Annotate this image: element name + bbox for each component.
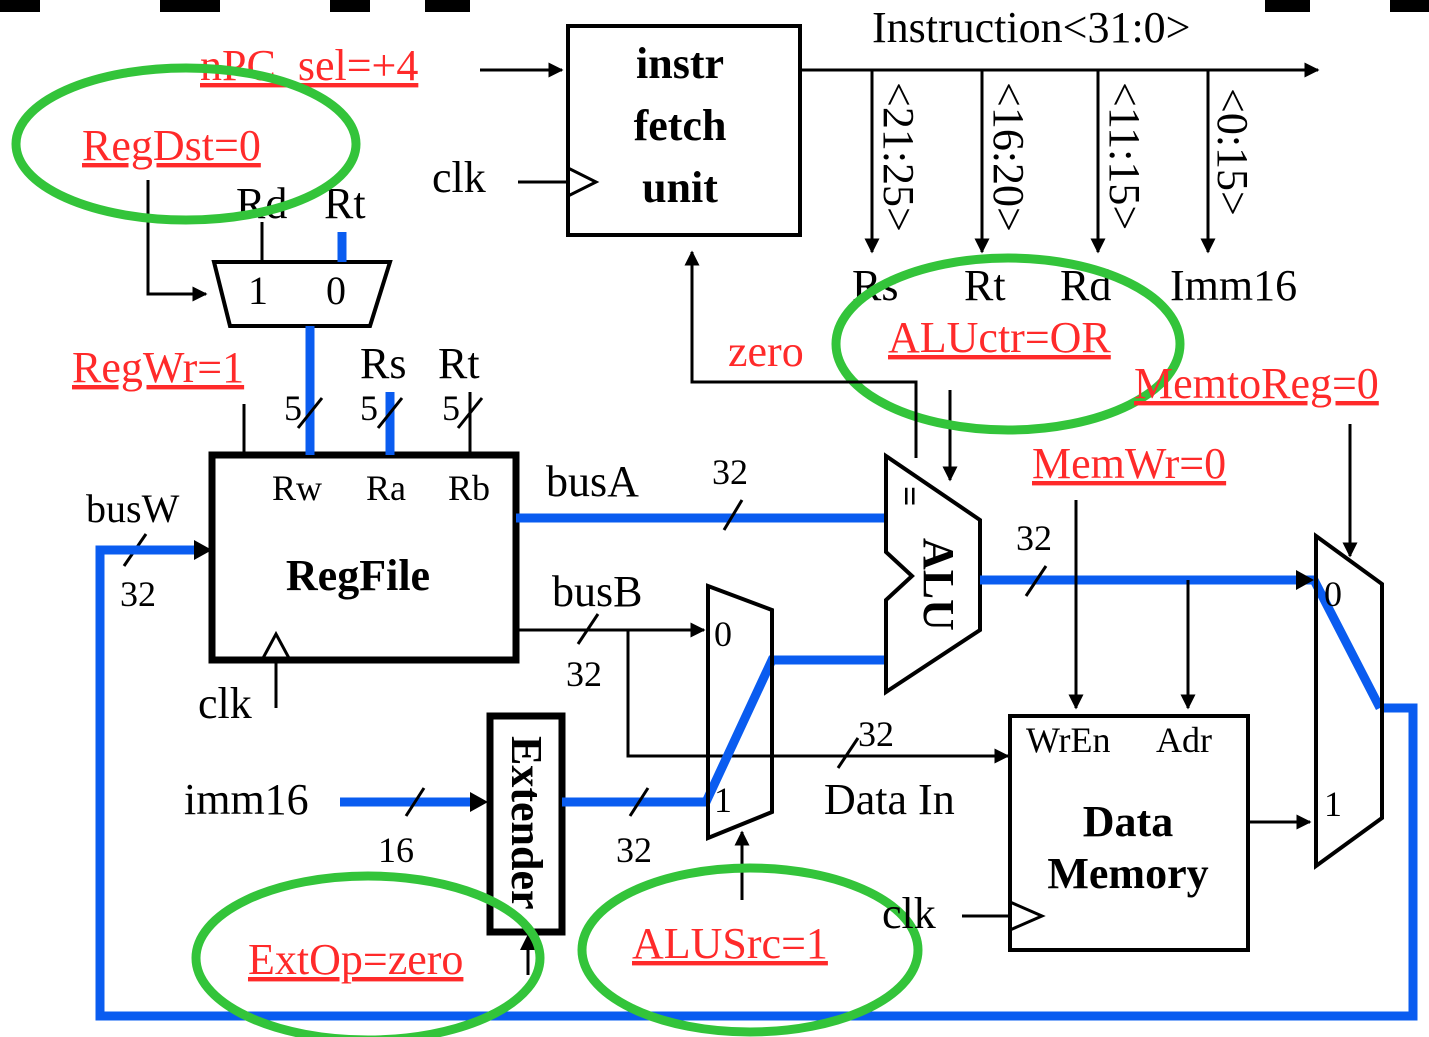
imm16-input-label: imm16 (184, 775, 309, 824)
busb-width-tick (576, 613, 600, 645)
busb-to-datain-wire (626, 630, 1010, 764)
ext-out-width-tick (628, 787, 650, 817)
ifu-label-line3: unit (642, 163, 718, 212)
memory-clk-label: clk (882, 889, 936, 938)
out-rt: Rt (964, 261, 1006, 310)
rw-width: 5 (284, 388, 302, 428)
npc-sel-control: nPC_sel=+4 (200, 41, 418, 90)
ifu-label-line1: instr (636, 39, 724, 88)
memory-title-line1: Data (1083, 797, 1173, 846)
busa-width-tick (722, 499, 744, 531)
ifu-label-line2: fetch (634, 101, 727, 150)
data-memory (1008, 714, 1250, 952)
memtoreg-control: MemtoReg=0 (1134, 359, 1379, 408)
rw-width-tick (296, 397, 324, 429)
busa-label: busA (546, 457, 639, 506)
memory-wren: WrEn (1026, 720, 1111, 760)
datain-width-tick (836, 737, 860, 769)
ext-out-active-wire (562, 655, 884, 807)
ifu-clk-label: clk (432, 153, 486, 202)
memory-adr: Adr (1156, 720, 1212, 760)
regdst-control: RegDst=0 (82, 121, 261, 170)
alu-out-width: 32 (1016, 518, 1052, 558)
regdst-highlight (11, 63, 361, 225)
memwr-control: MemWr=0 (1032, 439, 1226, 488)
regfile-clk-label: clk (198, 679, 252, 728)
busa-width: 32 (712, 452, 748, 492)
datain-width: 32 (858, 714, 894, 754)
memtoreg-mux-in1: 1 (1324, 784, 1342, 824)
regfile-title: RegFile (286, 551, 430, 600)
alu-eq: = (890, 486, 930, 507)
regdst-mux-in1: 1 (248, 268, 268, 313)
instruction-label: Instruction<31:0> (872, 3, 1190, 52)
imm16-arrowhead (470, 792, 488, 812)
regfile-port-rb: Rb (448, 468, 490, 508)
ra-width-tick (376, 397, 404, 429)
alu-out-active-wire (980, 575, 1384, 711)
extop-control: ExtOp=zero (248, 935, 463, 984)
regdst-control-wire (146, 180, 208, 302)
ext-out-width: 32 (616, 830, 652, 870)
zero-label: zero (728, 327, 804, 376)
extender (486, 712, 566, 936)
ifu-clock-triangle (567, 166, 600, 198)
imm16-width: 16 (378, 830, 414, 870)
alu (884, 452, 982, 696)
out-imm16: Imm16 (1170, 261, 1297, 310)
alusrc-control: ALUSrc=1 (632, 919, 828, 968)
busb-width: 32 (566, 654, 602, 694)
rb-width: 5 (442, 388, 460, 428)
memory-data-in: Data In (824, 775, 955, 824)
regfile-port-rw: Rw (272, 468, 322, 508)
busw-feedback-wire (95, 545, 1418, 1021)
alu-out-arrowhead (1296, 570, 1314, 590)
regfile-clock-triangle (260, 630, 292, 661)
alusrc-highlight (577, 863, 923, 1037)
busw-label: busW (86, 486, 180, 531)
memtoreg-mux-in0: 0 (1324, 574, 1342, 614)
regfile (208, 451, 520, 664)
extender-title: Extender (502, 736, 551, 910)
extop-highlight (191, 871, 545, 1037)
memory-title-line2: Memory (1047, 849, 1208, 898)
title-fragment (0, 0, 1429, 12)
alu-title: ALU (914, 538, 963, 631)
memtoreg-mux (1314, 532, 1384, 870)
busw-width: 32 (120, 574, 156, 614)
field-0-15: <0:15> (1208, 88, 1257, 216)
alusrc-mux-in1: 1 (714, 780, 732, 820)
alusrc-mux-in0: 0 (714, 614, 732, 654)
ra-source-rs: Rs (360, 339, 406, 388)
field-16-20: <16:20> (984, 82, 1033, 232)
zero-feedback-wire (684, 250, 918, 458)
regwr-control: RegWr=1 (72, 343, 244, 392)
regdst-mux-in0: 0 (326, 268, 346, 313)
alusrc-mux (706, 583, 774, 841)
imm16-width-tick (404, 787, 426, 817)
ra-width: 5 (360, 388, 378, 428)
memory-clock-triangle (1009, 900, 1046, 932)
aluctr-highlight (831, 253, 1185, 435)
busb-label: busB (552, 567, 642, 616)
instr-fetch-unit (566, 24, 802, 237)
field-21-25: <21:25> (874, 82, 923, 232)
alu-out-width-tick (1024, 565, 1048, 597)
field-11-15: <11:15> (1100, 82, 1149, 230)
regfile-port-ra: Ra (366, 468, 406, 508)
extop-arrowhead (520, 934, 536, 950)
regdst-mux (211, 260, 393, 328)
rb-source-rt: Rt (438, 339, 480, 388)
busw-arrowhead (194, 540, 212, 560)
rb-width-tick (456, 397, 484, 429)
aluctr-control: ALUctr=OR (888, 313, 1111, 362)
